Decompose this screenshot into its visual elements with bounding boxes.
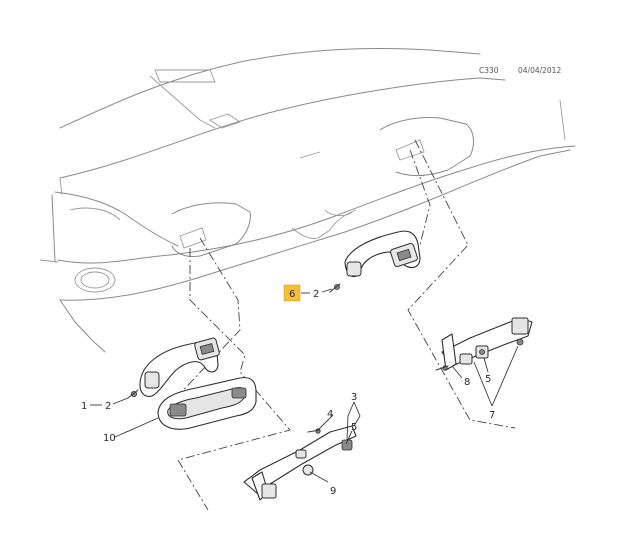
callout-6: 6 [289, 289, 295, 300]
connector-lines [173, 139, 516, 511]
grab-handle-left [127, 337, 220, 399]
diagram-date: 04/04/2012 [518, 66, 561, 75]
callout-3: 3 [351, 392, 357, 403]
callout-5-lower: 5 [351, 422, 357, 433]
callout-2-center: 2 [313, 289, 319, 300]
callout-9: 9 [330, 486, 336, 497]
callout-2-left: 2 [105, 401, 111, 412]
mounting-bracket-right [435, 317, 533, 371]
diagram-code: C330 [479, 66, 499, 75]
roof-headliner [39, 48, 576, 353]
callout-1: 1 [81, 401, 87, 412]
callout-labels: 1 2 10 6 2 3 4 5 9 8 5 7 [81, 289, 495, 497]
handle-bezel [157, 377, 257, 430]
leader-lines [90, 288, 519, 483]
callout-5-right: 5 [485, 374, 491, 385]
callout-10: 10 [103, 433, 116, 444]
grab-handle-center [329, 230, 421, 293]
callout-4: 4 [327, 409, 333, 420]
callout-8: 8 [464, 377, 470, 388]
mounting-bracket-lower [243, 425, 357, 501]
callout-6-highlight [283, 284, 301, 302]
callout-7: 7 [489, 410, 495, 421]
